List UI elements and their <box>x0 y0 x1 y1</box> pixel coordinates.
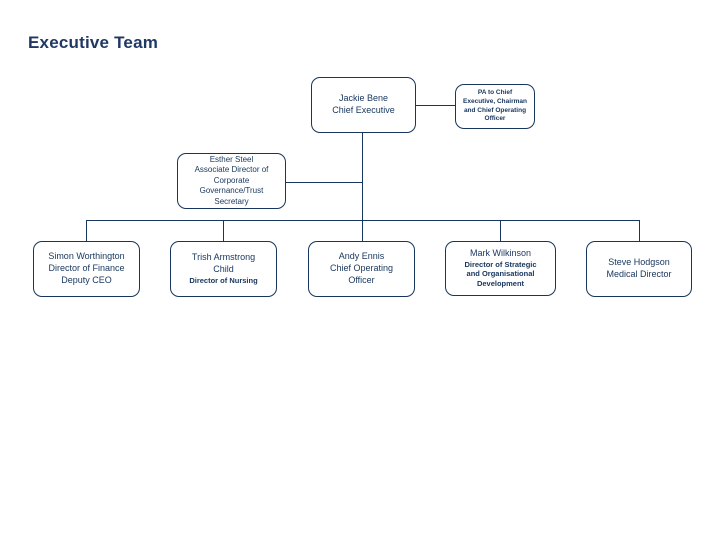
person-role: Executive, Chairman <box>463 97 527 105</box>
connector-chief-to-pa <box>416 105 455 106</box>
person-name: Steve Hodgson <box>608 257 670 268</box>
person-role: Chief Executive <box>332 105 395 115</box>
org-node-operations: Andy Ennis Chief Operating Officer <box>308 241 415 297</box>
person-role: Officer <box>348 274 375 285</box>
page-title: Executive Team <box>28 33 159 52</box>
org-node-trust-secretary: Esther Steel Associate Director of Corpo… <box>177 153 286 209</box>
connector-drop-medical <box>639 220 640 241</box>
connector-drop-strategy <box>500 220 501 241</box>
connector-drop-nursing <box>223 220 224 241</box>
person-role: Secretary <box>214 196 249 206</box>
person-role: Medical Director <box>606 269 672 279</box>
connector-horizontal-bus <box>86 220 639 221</box>
person-role: Governance/Trust <box>199 186 264 196</box>
person-role: PA to Chief <box>477 88 513 96</box>
person-role: Chief Operating <box>329 263 394 274</box>
connector-chief-to-row <box>362 133 363 241</box>
person-name: Simon Worthington <box>48 251 125 262</box>
org-node-medical: Steve Hodgson Medical Director <box>586 241 692 297</box>
org-node-pa: PA to Chief Executive, Chairman and Chie… <box>455 84 535 129</box>
person-name: Mark Wilkinson <box>469 248 531 259</box>
person-role: Director of Nursing <box>189 275 258 285</box>
person-role: Deputy CEO <box>61 274 112 285</box>
org-node-chief-executive: Jackie Bene Chief Executive <box>311 77 416 133</box>
person-role: Officer <box>484 115 506 123</box>
connector-drop-finance <box>86 220 87 241</box>
connector-trust-secretary <box>286 182 362 183</box>
person-role: and Organisational <box>466 269 535 279</box>
person-role: and Chief Operating <box>463 106 527 114</box>
person-role: Director of Finance <box>48 263 125 274</box>
org-node-nursing: Trish Armstrong Child Director of Nursin… <box>170 241 277 297</box>
person-name: Child <box>213 264 234 275</box>
person-name: Esther Steel <box>209 155 254 165</box>
person-role: Associate Director of <box>194 165 269 175</box>
org-node-strategy: Mark Wilkinson Director of Strategic and… <box>445 241 556 296</box>
person-name: Andy Ennis <box>338 251 385 262</box>
person-name: Jackie Bene <box>338 93 389 104</box>
person-role: Corporate <box>213 175 250 185</box>
person-role: Director of Strategic <box>464 259 537 269</box>
person-role: Development <box>476 279 525 289</box>
org-node-finance: Simon Worthington Director of Finance De… <box>33 241 140 297</box>
person-name: Trish Armstrong <box>191 252 256 263</box>
